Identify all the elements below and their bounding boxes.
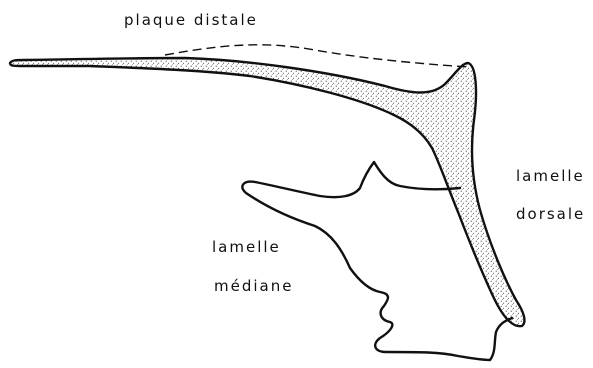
label-lamelle-mediane-line1: lamelle — [212, 240, 281, 255]
label-lamelle-dorsale-line1: lamelle — [516, 169, 585, 184]
label-plaque-distale: plaque distale — [124, 13, 258, 28]
label-lamelle-mediane-line2: médiane — [214, 279, 293, 294]
label-lamelle-dorsale-line2: dorsale — [516, 207, 585, 222]
